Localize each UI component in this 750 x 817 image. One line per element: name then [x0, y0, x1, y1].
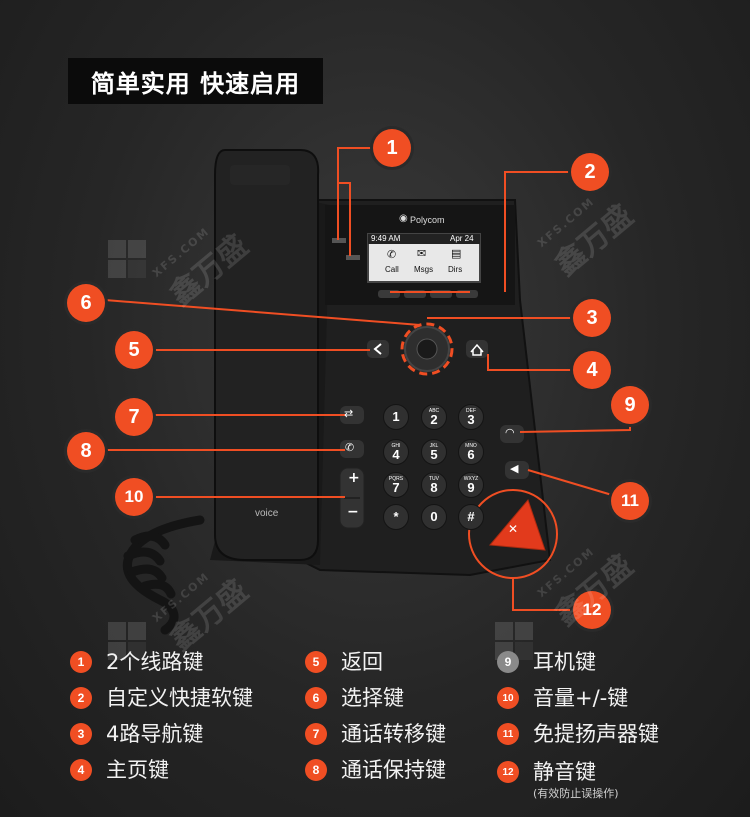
brand-mark-icon: ◉ [399, 213, 408, 224]
keypad-digit: 9 [467, 479, 475, 495]
callout-lines [104, 147, 631, 611]
keypad-letters: MNO [465, 442, 477, 449]
keypad-digit: 5 [430, 446, 438, 462]
callout-11: 11 [611, 482, 649, 520]
callout-3: 3 [573, 299, 611, 337]
keypad-key-1[interactable]: 1 [383, 404, 409, 430]
keypad-digit: 2 [430, 411, 438, 427]
keypad-digit: 4 [392, 446, 400, 462]
handset [214, 149, 320, 561]
coiled-cord [122, 515, 205, 635]
softkey-label-dirs[interactable]: Dirs [448, 265, 463, 274]
keypad-digit: * [393, 509, 399, 524]
hold-icon: ✆ [345, 441, 355, 454]
transfer-icon: ⇄ [344, 407, 354, 420]
screen-date: Apr 24 [450, 234, 474, 243]
keypad-letters: DEF [466, 407, 476, 414]
keypad-letters: TUV [429, 475, 439, 482]
keypad-letters: JKL [429, 442, 439, 449]
speaker-button [505, 461, 529, 479]
page-title: 简单实用 快速启用 [68, 58, 323, 104]
transfer-button [340, 406, 364, 424]
screen-time: 9:49 AM [371, 234, 401, 243]
callout-1: 1 [373, 129, 411, 167]
callout-4: 4 [573, 351, 611, 389]
mute-button [488, 499, 546, 551]
keypad-digit: 6 [467, 446, 475, 462]
headset-button [500, 425, 524, 443]
callout-6: 6 [67, 284, 105, 322]
keypad-digit: 8 [430, 479, 438, 495]
line-key-2 [346, 255, 360, 260]
softkey-label-call[interactable]: Call [385, 265, 399, 274]
keypad-key-star[interactable]: * [383, 504, 409, 530]
keypad-letters: PQRS [388, 475, 404, 482]
mail-icon: ✉ [417, 247, 427, 260]
directory-icon: ▤ [451, 247, 462, 260]
keypad-digit: 7 [392, 479, 400, 495]
keypad-digit: # [467, 509, 475, 524]
hold-button [340, 440, 364, 458]
volume-plus-label: + [348, 470, 360, 486]
callout-7: 7 [115, 398, 153, 436]
callout-5: 5 [115, 331, 153, 369]
headset-icon: ◠ [505, 426, 515, 439]
legend-note-12: (有效防止误操作) [533, 787, 619, 800]
keypad-digit: 0 [430, 509, 438, 524]
mute-icon: ✕ [508, 522, 519, 536]
callout-12: 12 [573, 591, 611, 629]
keypad-key-pound[interactable]: # [458, 504, 484, 530]
keypad-letters: WXYZ [463, 475, 479, 482]
speaker-icon: ◀ [510, 462, 519, 475]
keypad-digit: 1 [392, 409, 400, 424]
select-button [416, 338, 438, 360]
callout-10: 10 [115, 478, 153, 516]
keypad-letters: ABC [428, 407, 440, 414]
back-button [367, 340, 389, 358]
volume-minus-label: − [347, 504, 359, 520]
phone-icon: ✆ [387, 248, 397, 261]
keypad-letters: GHI [391, 442, 401, 449]
voice-label: voice [255, 508, 279, 519]
line-key-1 [332, 238, 346, 243]
home-button [466, 340, 488, 358]
keypad-key-0[interactable]: 0 [421, 504, 447, 530]
keypad-digit: 3 [467, 411, 475, 427]
softkey-label-msgs[interactable]: Msgs [414, 265, 434, 274]
callout-9: 9 [611, 386, 649, 424]
callout-2: 2 [571, 153, 609, 191]
brand-logo: Polycom [410, 215, 445, 225]
callout-8: 8 [67, 432, 105, 470]
